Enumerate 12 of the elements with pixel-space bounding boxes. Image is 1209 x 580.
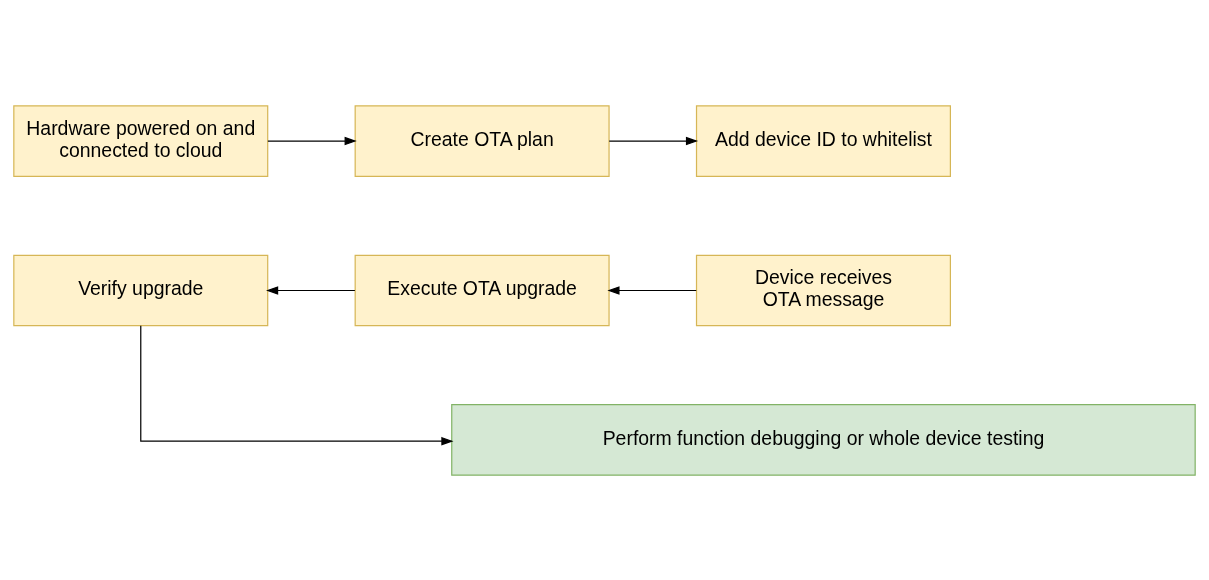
node-box: Hardware powered on and connected to cloud	[13, 104, 269, 177]
node-box: Add device ID to whitelist	[695, 104, 951, 177]
node-box: Execute OTA upgrade	[354, 254, 610, 326]
arrow	[266, 285, 356, 295]
node-box: Verify upgrade	[13, 254, 269, 326]
arrow	[608, 136, 699, 145]
node-box: Create OTA plan	[354, 104, 610, 177]
arrow	[607, 285, 697, 295]
arrow	[267, 136, 357, 145]
arrow	[140, 324, 454, 445]
node-box: Perform function debugging or whole device testing	[451, 403, 1196, 476]
node-box: Device receives OTA message	[695, 254, 951, 326]
